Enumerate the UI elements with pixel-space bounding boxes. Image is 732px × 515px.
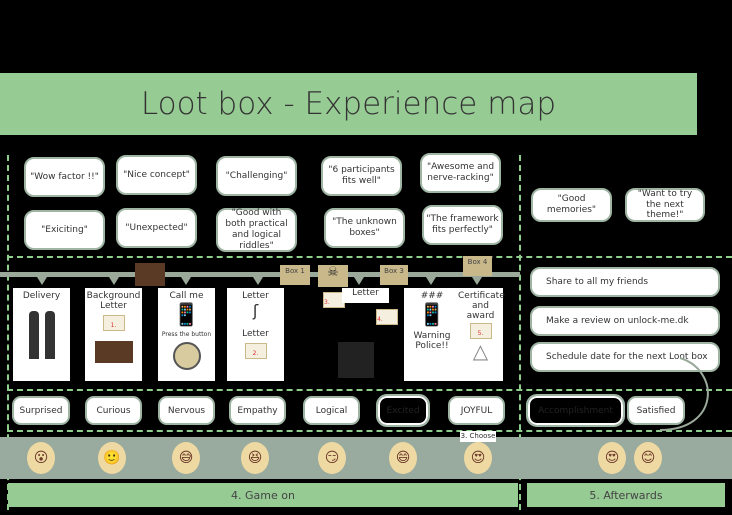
curved-arrow	[660, 357, 709, 431]
quote-bubble: "Awesome and nerve-racking"	[420, 153, 501, 193]
eye-pyramid-icon: △	[472, 339, 489, 363]
crowd-icon	[338, 342, 374, 378]
action-review: Make a review on unlock-me.dk	[530, 306, 720, 336]
arrow-down-icon	[181, 277, 191, 285]
briefcase-icon	[135, 263, 165, 286]
card-title: ###	[420, 291, 444, 301]
quote-bubble: "The framework fits perfectly"	[422, 205, 503, 245]
emotion-pill: Satisfied	[627, 396, 685, 425]
hook-icon: ʃ	[252, 301, 259, 320]
quote-bubble: "Wow factor !!"	[24, 157, 105, 197]
smile-emoji-icon: 🙂	[98, 442, 126, 474]
divider	[519, 155, 521, 510]
card-title: Certificate and award	[458, 291, 505, 321]
businessmen-icon	[13, 311, 70, 362]
emotion-pill: Nervous	[158, 396, 215, 425]
arrow-down-icon	[109, 277, 119, 285]
phase-game-on: 4. Game on	[8, 483, 518, 507]
card-warning: ### 📱 Warning Police!!	[404, 288, 460, 381]
emotion-pill: Accomplishment	[526, 394, 625, 427]
choose-label: 3. Choose	[460, 431, 496, 442]
card-title: Call me	[169, 291, 204, 301]
card-certificate: Certificate and award 5. △	[458, 288, 505, 381]
card-call-me: Call me 📱 Press the button	[158, 288, 215, 381]
surprised-emoji-icon: 😮	[27, 442, 55, 474]
box-label: Box 3	[380, 265, 408, 285]
quote-bubble: "Good with both practical and logical ri…	[216, 208, 297, 252]
heart-eyes-emoji-icon: 😍	[464, 442, 492, 474]
arrow-down-icon	[37, 277, 47, 285]
card-delivery: Delivery	[13, 288, 70, 381]
quote-bubble: "Challenging"	[216, 156, 297, 196]
emotion-pill: Curious	[85, 396, 142, 425]
quote-bubble: "Unexpected"	[116, 208, 197, 248]
card-title: Letter	[242, 291, 269, 301]
card-title: Delivery	[22, 291, 61, 301]
card-caption: Press the button	[161, 331, 212, 338]
sweat-smile-emoji-icon: 😅	[172, 442, 200, 474]
card-title: Background Letter	[86, 291, 141, 311]
card-background-letter: Background Letter 1.	[85, 288, 142, 381]
arrow-down-icon	[472, 277, 482, 285]
action-schedule: Schedule date for the next Loot box	[530, 342, 720, 372]
action-share: Share to all my friends	[530, 267, 720, 297]
envelope-icon: 2.	[244, 343, 267, 359]
envelope-icon: 5.	[469, 323, 492, 339]
emotion-pill: JOYFUL	[448, 396, 505, 425]
box-label: Box 1	[280, 265, 310, 285]
arrow-down-icon	[354, 277, 364, 285]
emotion-pill: Logical	[303, 396, 360, 425]
divider	[7, 430, 732, 432]
skull-icon: ☠	[318, 265, 348, 287]
divider	[7, 155, 9, 510]
divider	[7, 389, 732, 391]
emotion-pill: Empathy	[229, 396, 286, 425]
envelope-icon: 4.	[376, 309, 399, 325]
timeline	[0, 272, 520, 277]
card-caption: Warning Police!!	[413, 331, 451, 351]
phone-hand-icon: 📱	[418, 303, 446, 328]
arrow-down-icon	[253, 277, 263, 285]
card-title: Letter	[242, 329, 269, 339]
quote-bubble: "6 participants fits well"	[321, 156, 402, 196]
divider	[7, 256, 732, 258]
envelope-icon: 1.	[102, 315, 125, 331]
card-title: Letter	[342, 288, 389, 303]
smirk-emoji-icon: 😏	[318, 442, 346, 474]
laughing-emoji-icon: 😆	[241, 442, 269, 474]
box-label: Box 4	[463, 256, 492, 276]
heart-eyes-emoji-icon: 😍	[598, 442, 626, 474]
page-title: Loot box - Experience map	[0, 73, 697, 135]
dial-icon	[172, 342, 201, 370]
quote-bubble: "Nice concept"	[116, 155, 197, 195]
card-letter: Letter ʃ Letter 2.	[227, 288, 284, 381]
emotion-pill: Surprised	[12, 396, 70, 425]
briefcase-icon	[94, 341, 133, 363]
blush-emoji-icon: 😊	[634, 442, 662, 474]
phone-hand-icon: 📱	[172, 303, 201, 328]
grin-emoji-icon: 😄	[389, 442, 417, 474]
quote-bubble: "Exiciting"	[24, 210, 105, 250]
arrow-down-icon	[426, 277, 436, 285]
quote-bubble: "Good memories"	[531, 188, 612, 222]
phase-afterwards: 5. Afterwards	[527, 483, 725, 507]
emotion-pill: Excited	[376, 394, 430, 427]
quote-bubble: "The unknown boxes"	[324, 208, 405, 248]
quote-bubble: "Want to try the next theme!"	[625, 188, 705, 222]
